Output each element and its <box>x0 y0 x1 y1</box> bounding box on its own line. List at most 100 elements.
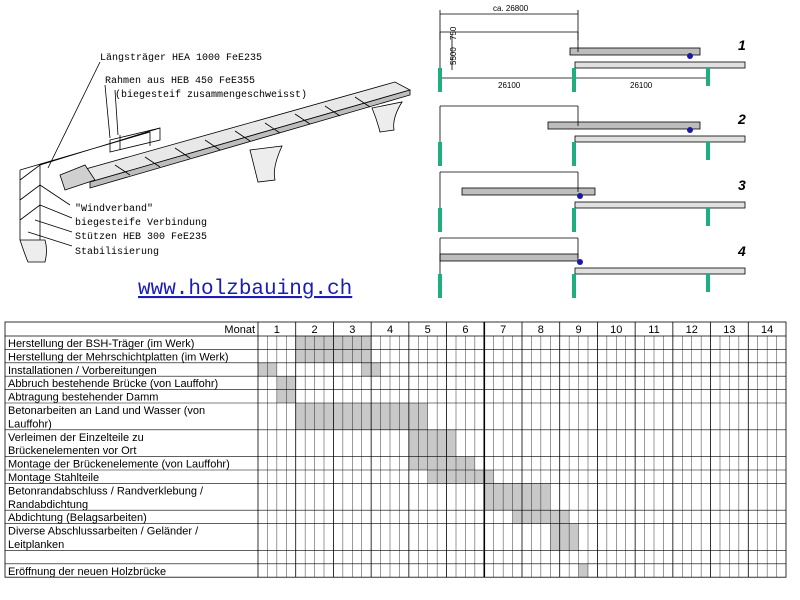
deck-right <box>574 135 746 143</box>
website-url: www.holzbauing.ch <box>138 278 352 301</box>
label-biegesteife: biegesteife Verbindung <box>75 217 207 229</box>
stage-3: 3 <box>438 171 746 232</box>
task-label: Verleimen der Einzelteile zu <box>8 432 144 444</box>
label-rahmen-line2: (biegesteif zusammengeschweisst) <box>115 89 307 101</box>
gantt-bars <box>258 336 588 578</box>
roller-icon <box>577 259 583 265</box>
crane-frame <box>439 237 579 276</box>
task-label: Montage der Brückenelemente (von Lauffoh… <box>8 459 230 471</box>
bridge-illustration: Längsträger HEA 1000 FeE235 Rahmen aus H… <box>19 4 746 301</box>
month-label: 6 <box>462 324 468 336</box>
gantt-bar <box>295 336 372 350</box>
gantt-grid <box>4 321 787 578</box>
bridge-beam <box>569 47 701 56</box>
pillar <box>706 274 710 292</box>
stage-4: 4 <box>438 237 746 298</box>
roller-icon <box>687 53 693 59</box>
dim-right-span: 26100 <box>630 81 653 90</box>
pillar <box>572 68 576 92</box>
month-label: 12 <box>686 324 698 336</box>
gantt-bar <box>276 389 296 403</box>
month-label: 4 <box>387 324 393 336</box>
crane-frame <box>439 171 579 210</box>
month-label: 10 <box>610 324 622 336</box>
stage-1: 1 <box>438 31 746 92</box>
gantt-bar <box>361 362 381 377</box>
task-label: Herstellung der Mehrschichtplatten (im W… <box>8 351 228 363</box>
deck-right <box>574 201 746 209</box>
task-label: Betonarbeiten an Land und Wasser (von <box>8 405 205 417</box>
label-windverband: "Windverband" <box>75 203 153 215</box>
gantt-bar <box>427 470 494 484</box>
month-label: 1 <box>274 324 280 336</box>
step-number: 1 <box>738 37 746 53</box>
gantt-bar <box>408 429 456 457</box>
gantt-bar <box>408 456 475 470</box>
month-label: 5 <box>425 324 431 336</box>
label-rahmen-line1: Rahmen aus HEB 450 FeE355 <box>105 75 255 87</box>
month-label: 8 <box>538 324 544 336</box>
label-stuetzen: Stützen HEB 300 FeE235 <box>75 231 207 243</box>
table-border <box>4 321 787 578</box>
header-label: Monat <box>224 324 255 336</box>
gantt-bar <box>578 563 588 578</box>
pillar <box>572 208 576 232</box>
month-label: 2 <box>312 324 318 336</box>
task-label: Abtragung bestehender Damm <box>8 392 158 404</box>
label-laengstraeger: Längsträger HEA 1000 FeE235 <box>100 52 262 64</box>
task-label: Eröffnung der neuen Holzbrücke <box>8 566 166 578</box>
dim-height: 5500 <box>449 47 458 65</box>
gantt-bar <box>295 349 372 363</box>
task-label: Diverse Abschlussarbeiten / Geländer / <box>8 526 199 538</box>
task-label: Betonrandabschluss / Randverklebung / <box>8 485 204 497</box>
task-label: Abdichtung (Belagsarbeiten) <box>8 512 147 524</box>
pillar <box>438 274 442 298</box>
stages: 1 2 3 4 <box>438 31 746 298</box>
deck-right <box>574 267 746 275</box>
bridge-beam <box>461 187 596 196</box>
gantt-bar <box>258 362 277 377</box>
crane-frame <box>439 105 579 144</box>
task-label: Installationen / Vorbereitungen <box>8 365 157 377</box>
deck-right <box>574 61 746 69</box>
pillar <box>706 208 710 226</box>
task-label: Randabdichtung <box>8 499 88 511</box>
step-number: 3 <box>738 177 746 193</box>
dim-top: ca. 26800 <box>493 4 529 13</box>
month-label: 14 <box>761 324 773 336</box>
pillar <box>438 142 442 166</box>
stage-2: 2 <box>438 105 746 166</box>
month-label: 3 <box>349 324 355 336</box>
task-label: Lauffohr) <box>8 418 52 430</box>
pillar <box>572 142 576 166</box>
gantt-bar <box>550 523 579 551</box>
pillar <box>572 274 576 298</box>
step-number: 4 <box>737 243 746 259</box>
month-label: 7 <box>500 324 506 336</box>
task-label: Abbruch bestehende Brücke (von Lauffohr) <box>8 378 218 390</box>
month-label: 13 <box>723 324 735 336</box>
crane-frame <box>439 31 579 70</box>
pillar <box>706 142 710 160</box>
gantt-bar <box>276 376 296 390</box>
month-label: 9 <box>576 324 582 336</box>
dim-small: 750 <box>449 26 458 40</box>
gantt-bar <box>512 510 570 524</box>
bridge-beam <box>547 121 701 130</box>
pillar <box>706 68 710 86</box>
bridge-perspective-drawing <box>19 61 412 263</box>
pillar <box>438 68 442 92</box>
gantt-bar <box>484 483 551 511</box>
roller-icon <box>687 127 693 133</box>
gantt-bar <box>295 403 428 430</box>
step-number: 2 <box>737 111 746 127</box>
task-label: Brückenelementen vor Ort <box>8 445 136 457</box>
pillar <box>438 208 442 232</box>
month-label: 11 <box>648 324 659 336</box>
task-label: Herstellung der BSH-Träger (im Werk) <box>8 338 194 350</box>
dim-left-span: 26100 <box>498 81 521 90</box>
roller-icon <box>577 193 583 199</box>
task-label: Montage Stahlteile <box>8 472 99 484</box>
bridge-beam <box>439 253 579 262</box>
